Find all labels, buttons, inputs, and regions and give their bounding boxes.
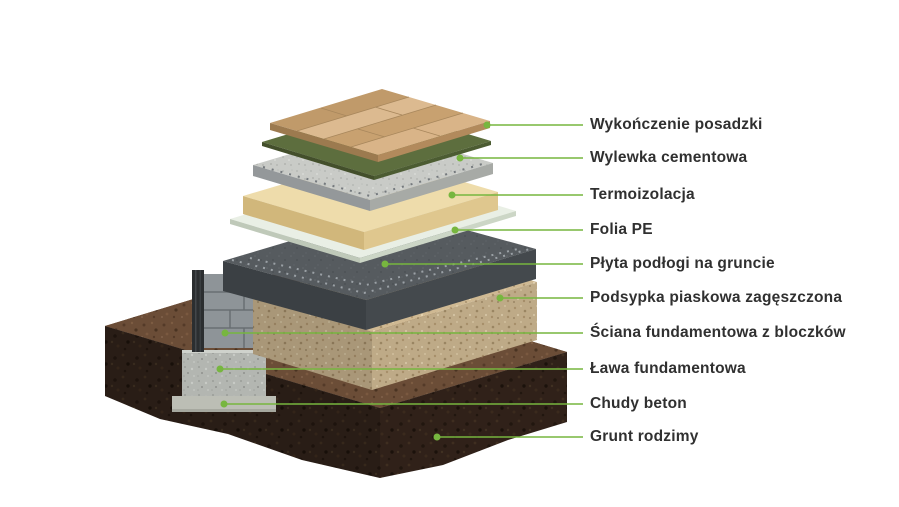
wood-left-face <box>270 123 378 162</box>
leader-dot-wykonczenie <box>483 121 491 129</box>
leader-dot-chudy <box>220 400 228 408</box>
leader-dot-termoizolacja <box>448 191 456 199</box>
leader-dot-podsypka <box>496 294 504 302</box>
sand-left-face <box>253 296 372 390</box>
insulation-left-face <box>243 196 364 250</box>
label-lawa-fundamentowa: Ława fundamentowa <box>590 360 746 377</box>
floor-finish-layer <box>270 89 490 162</box>
label-grunt-rodzimy: Grunt rodzimy <box>590 428 699 445</box>
foil-right-face <box>360 211 516 263</box>
label-sciana-fundamentowa: Ściana fundamentowa z bloczków <box>590 324 846 341</box>
label-wylewka-cementowa: Wylewka cementowa <box>590 149 748 166</box>
wood-right-face <box>378 121 490 162</box>
wood-plank <box>351 113 490 155</box>
membrane-strip <box>192 270 204 352</box>
wood-plank <box>270 89 409 131</box>
leader-dot-folia <box>451 226 459 234</box>
slab-rebar-dots-2 <box>249 247 523 287</box>
label-chudy-beton: Chudy beton <box>590 395 687 412</box>
insulation-right-face <box>364 192 498 250</box>
label-termoizolacja: Termoizolacja <box>590 186 695 203</box>
slab-right-face <box>366 249 536 330</box>
leader-dot-wylewka <box>456 154 464 162</box>
label-folia-pe: Folia PE <box>590 221 653 238</box>
label-wykonczenie-posadzki: Wykończenie posadzki <box>590 116 763 133</box>
underlay-right-face <box>374 141 491 180</box>
footing-block <box>182 350 266 396</box>
leader-dot-grunt <box>433 433 441 441</box>
screed-right-face <box>370 163 493 211</box>
label-podsypka-piaskowa: Podsypka piaskowa zagęszczona <box>590 289 843 306</box>
screed-anchor-dots <box>262 162 487 198</box>
soil-right-face <box>380 352 567 478</box>
label-plyta-podlogi: Płyta podłogi na gruncie <box>590 255 775 272</box>
wood-plank <box>324 105 463 147</box>
slab-rebar-dots <box>231 248 531 295</box>
wood-plank <box>297 97 436 139</box>
foil-left-face <box>230 219 360 263</box>
leader-dot-plyta <box>381 260 389 268</box>
slab-left-face <box>223 261 366 330</box>
underlay-left-face <box>262 142 374 180</box>
leader-lines <box>216 121 583 441</box>
leader-dot-sciana <box>221 329 229 337</box>
screed-left-face <box>253 165 370 211</box>
sand-right-face <box>372 282 537 390</box>
leader-dot-lawa <box>216 365 224 373</box>
wood-plank-seams <box>296 96 464 148</box>
